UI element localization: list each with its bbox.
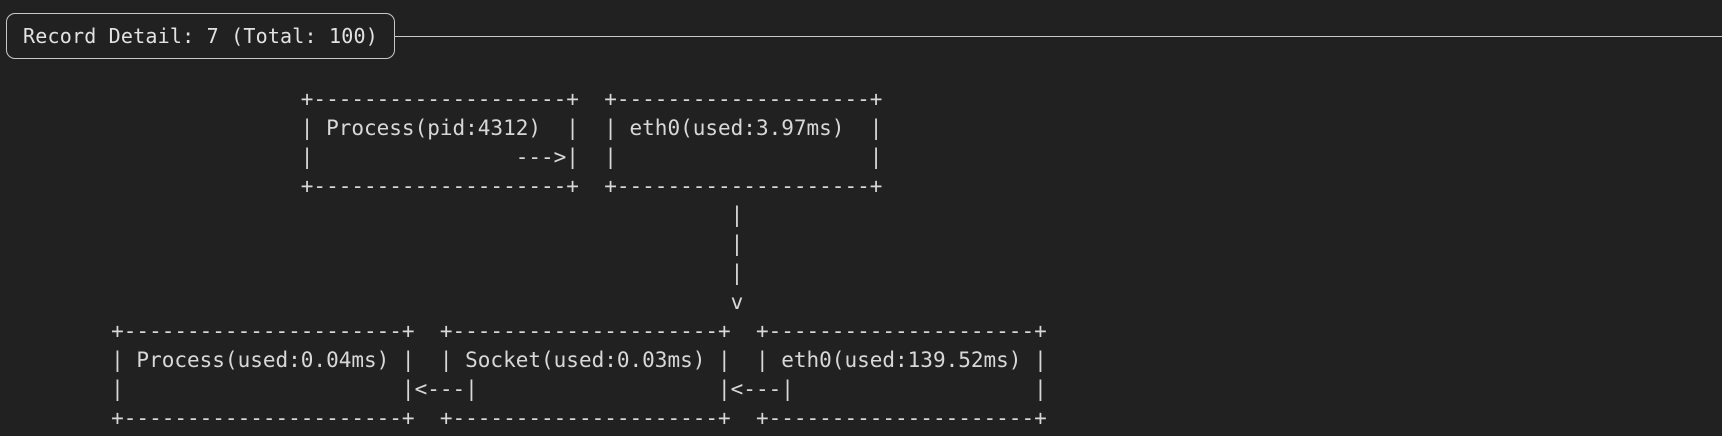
page-title: Record Detail: 7 (Total: 100) [23,24,378,48]
ascii-flow-diagram: +--------------------+ +----------------… [111,87,1047,430]
header-divider-rule [394,35,1722,37]
record-detail-header: Record Detail: 7 (Total: 100) [6,12,1722,60]
record-detail-box[interactable]: Record Detail: 7 (Total: 100) [6,13,395,59]
